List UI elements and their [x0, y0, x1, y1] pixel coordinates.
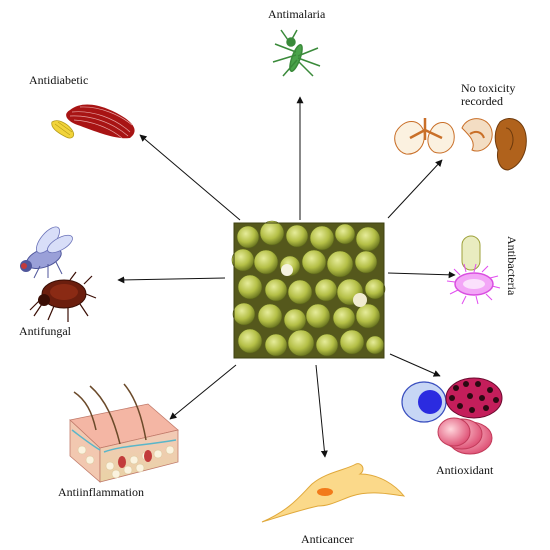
arrow-antioxidant [389, 353, 441, 377]
label-no-toxicity: No toxicity recorded [461, 82, 541, 108]
label-antiinflammation: Antiinflammation [58, 485, 144, 499]
arrow-anticancer [315, 364, 328, 458]
label-antibacteria: Antibacteria [505, 236, 519, 296]
muscle-tissue-icon [51, 104, 135, 139]
arrow-no-toxicity [387, 159, 443, 219]
fruit-photo [231, 220, 386, 359]
skin-section-icon [69, 383, 179, 483]
organs-icon [394, 118, 527, 171]
cells-icon [401, 377, 503, 455]
arrow-antifungal [117, 276, 226, 284]
label-anticancer: Anticancer [301, 532, 354, 546]
bacteria-icon [446, 235, 501, 305]
label-antimalaria: Antimalaria [268, 7, 326, 21]
label-antidiabetic: Antidiabetic [29, 73, 89, 87]
arrow-antiinflammation [169, 364, 237, 420]
label-antifungal: Antifungal [19, 324, 71, 338]
fly-cockroach-icon [20, 226, 97, 322]
label-antioxidant: Antioxidant [436, 463, 494, 477]
arrow-antibacteria [387, 271, 456, 279]
mosquito-icon [272, 29, 321, 77]
arrow-antidiabetic [139, 134, 241, 221]
cancer-cell-icon [261, 463, 406, 523]
label-no-toxicity-line1: No toxicity [461, 81, 516, 95]
arrows [117, 96, 456, 458]
label-no-toxicity-line2: recorded [461, 94, 503, 108]
